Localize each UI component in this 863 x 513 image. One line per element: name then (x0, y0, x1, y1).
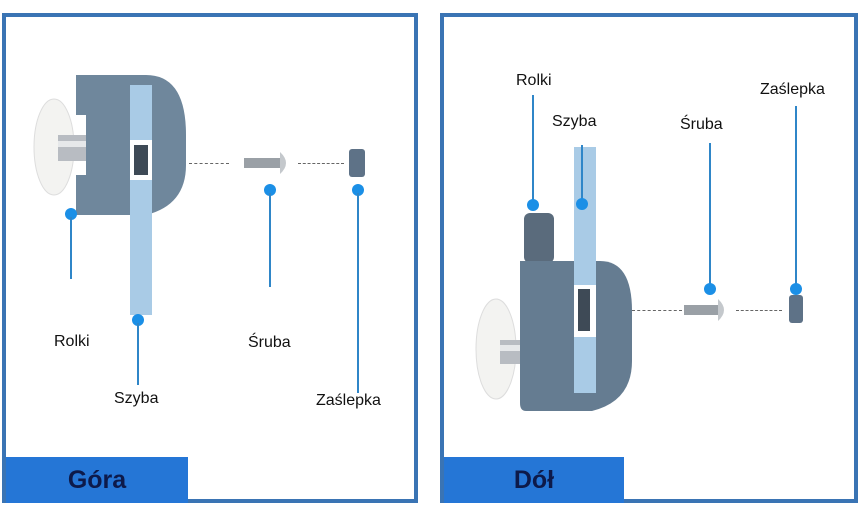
szyba-label: Szyba (552, 113, 597, 130)
end-cap-icon (349, 149, 365, 177)
panel-tag-gora: Góra (6, 457, 188, 503)
dashed-axis-line (736, 310, 782, 312)
end-cap-icon (789, 295, 803, 323)
dashed-axis-line (189, 163, 229, 165)
zaslepka-leader-line (795, 106, 797, 286)
zaslepka-label: Zaślepka (316, 392, 381, 409)
szyba-dot (132, 314, 144, 326)
panel-dol: Rolki Szyba Śruba Zaślepka Dół (440, 13, 858, 503)
screw-icon (244, 152, 286, 174)
panel-tag-dol: Dół (444, 457, 624, 503)
rolki-label: Rolki (516, 72, 552, 89)
rolki-leader-line (70, 217, 72, 279)
sruba-leader-line (709, 143, 711, 287)
zaslepka-dot (790, 283, 802, 295)
dashed-axis-line (632, 310, 682, 312)
rolki-dot (527, 199, 539, 211)
sruba-dot (264, 184, 276, 196)
szyba-dot (576, 198, 588, 210)
rolki-dot (65, 208, 77, 220)
sruba-dot (704, 283, 716, 295)
szyba-leader-line (137, 323, 139, 385)
rolki-leader-line (532, 95, 534, 203)
roller-assembly-top-illustration (33, 75, 186, 315)
sruba-leader-line (269, 193, 271, 287)
zaslepka-leader-line (357, 193, 359, 393)
zaslepka-dot (352, 184, 364, 196)
zaslepka-label: Zaślepka (760, 81, 825, 98)
rolki-label: Rolki (54, 333, 90, 350)
screw-icon (684, 299, 724, 321)
sruba-label: Śruba (248, 334, 291, 351)
sruba-label: Śruba (680, 116, 723, 133)
dashed-axis-line (298, 163, 344, 165)
szyba-leader-line (581, 145, 583, 205)
panel-gora: Rolki Szyba Śruba Zaślepka Góra (2, 13, 418, 503)
szyba-label: Szyba (114, 390, 159, 407)
